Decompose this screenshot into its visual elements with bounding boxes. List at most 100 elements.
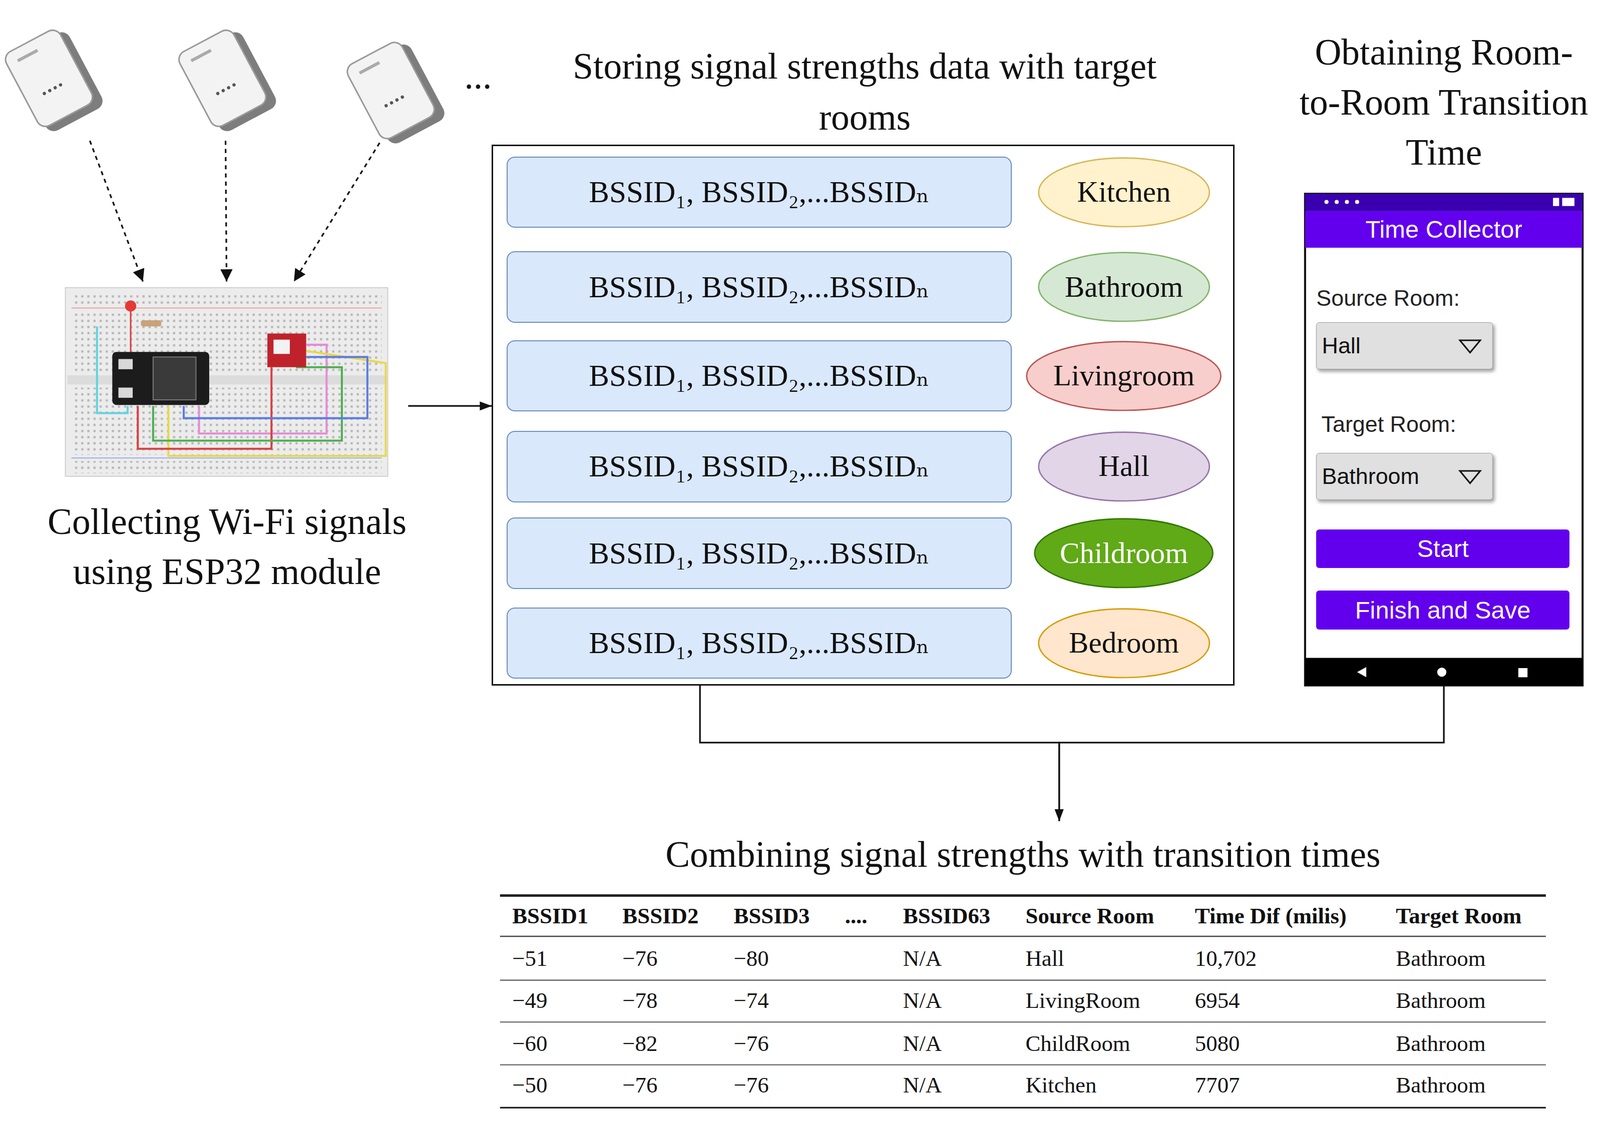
table-cell: −76 <box>733 1029 769 1059</box>
table-cell: 10,702 <box>1194 944 1257 974</box>
room-ellipse: Bathroom <box>1037 251 1212 323</box>
ellipsis-mark: ... <box>464 56 492 98</box>
ellipse-shape <box>1038 157 1210 227</box>
table-header: BSSID1 <box>512 902 589 931</box>
phone-app: Obtaining Room-to-Room Transition TimeTi… <box>1305 193 1583 686</box>
table-cell: N/A <box>903 986 942 1016</box>
table-cell: 5080 <box>1194 1029 1241 1059</box>
table-cell: 7707 <box>1194 1071 1241 1100</box>
table-cell: N/A <box>903 1029 942 1059</box>
node-text: BSSID₁, BSSID₂,...BSSIDₙ <box>588 449 930 485</box>
table-cell: N/A <box>903 944 942 974</box>
node-text: Hall <box>1098 449 1150 484</box>
node-text: Bathroom <box>1064 270 1183 305</box>
dropdown-triangle <box>1457 469 1483 486</box>
table-cell: Bathroom <box>1395 1029 1486 1059</box>
room-ellipse: Hall <box>1037 431 1212 503</box>
app-title-bar: Time Collector <box>1305 211 1583 248</box>
table-cell: −50 <box>512 1071 548 1100</box>
signal-arrow <box>293 142 380 282</box>
table-cell: Hall <box>1025 944 1064 974</box>
access-point <box>343 36 448 150</box>
app-button: Finish and Save <box>1316 590 1569 630</box>
room-ellipse: Bedroom <box>1037 607 1212 680</box>
node-text: BSSID₁, BSSID₂,...BSSIDₙ <box>588 269 930 305</box>
node-text: Hall <box>1322 332 1361 359</box>
field-label: Target Room: <box>1321 410 1457 439</box>
table-cell: −80 <box>733 944 769 974</box>
table-header: Time Dif (milis) <box>1194 902 1347 931</box>
node-text: Start <box>1416 534 1469 563</box>
table-cell: −74 <box>733 986 769 1016</box>
bssid-record: BSSID₁, BSSID₂,...BSSIDₙ <box>506 431 1012 503</box>
table-cell: −76 <box>622 1071 658 1100</box>
breadboard <box>65 287 388 477</box>
room-ellipse: Kitchen <box>1037 156 1212 229</box>
node-text: BSSID₁, BSSID₂,...BSSIDₙ <box>588 625 930 661</box>
node-text: Kitchen <box>1077 175 1171 210</box>
room-dropdown: Bathroom <box>1316 453 1493 501</box>
flow-arrow <box>408 405 492 408</box>
table-header: Source Room <box>1025 902 1154 931</box>
triangle-shape <box>1459 340 1481 353</box>
bssid-record: BSSID₁, BSSID₂,...BSSIDₙ <box>506 607 1012 680</box>
bssid-record: BSSID₁, BSSID₂,...BSSIDₙ <box>506 156 1012 229</box>
table-header: BSSID3 <box>733 902 811 931</box>
table-cell: −76 <box>733 1071 769 1100</box>
signal-arrow <box>225 140 227 282</box>
room-dropdown: Hall <box>1316 322 1493 370</box>
access-point <box>2 23 107 137</box>
flow-arrow <box>699 685 1060 822</box>
table-cell: 6954 <box>1194 986 1241 1016</box>
table-cell: −51 <box>512 944 548 974</box>
room-ellipse: Childroom <box>1033 517 1215 590</box>
table-cell: −49 <box>512 986 548 1016</box>
phone-frame <box>1305 193 1583 686</box>
table-cell: ChildRoom <box>1025 1029 1130 1059</box>
table-header: BSSID63 <box>903 902 991 931</box>
bssid-record: BSSID₁, BSSID₂,...BSSIDₙ <box>506 517 1012 590</box>
node-text: BSSID₁, BSSID₂,...BSSIDₙ <box>588 358 930 394</box>
node-text: Livingroom <box>1053 358 1195 393</box>
ellipse-shape <box>1034 519 1214 588</box>
node-text: BSSID₁, BSSID₂,...BSSIDₙ <box>588 536 930 572</box>
heading-text: Obtaining Room-to-Room Transition Time <box>1296 27 1592 178</box>
table-header: .... <box>845 902 868 931</box>
node-text: Childroom <box>1059 536 1188 571</box>
table-cell: Bathroom <box>1395 944 1486 974</box>
access-point <box>175 23 280 137</box>
flow-arrow <box>1059 685 1444 822</box>
bssid-record: BSSID₁, BSSID₂,...BSSIDₙ <box>506 251 1012 323</box>
dropdown-triangle <box>1457 338 1483 355</box>
table-cell: −78 <box>622 986 658 1016</box>
node-text: BSSID₁, BSSID₂,...BSSIDₙ <box>588 174 930 210</box>
triangle-shape <box>1459 471 1481 484</box>
table-cell: LivingRoom <box>1025 986 1140 1016</box>
ellipse-shape <box>1038 432 1210 502</box>
heading-text: Storing signal strengths data with targe… <box>558 41 1171 144</box>
signal-arrow <box>89 140 143 282</box>
storage-panel: Storing signal strengths data with targe… <box>491 144 1235 686</box>
node-text: Bedroom <box>1068 626 1179 661</box>
table-cell: Bathroom <box>1395 986 1486 1016</box>
bssid-record: BSSID₁, BSSID₂,...BSSIDₙ <box>506 340 1012 413</box>
heading-text: Combining signal strengths with transiti… <box>500 829 1546 881</box>
room-ellipse: Livingroom <box>1025 340 1223 413</box>
table-cell: Bathroom <box>1395 1071 1486 1100</box>
ellipse-shape <box>1026 341 1222 411</box>
esp32-module: Collecting Wi-Fi signals using ESP32 mod… <box>46 287 409 645</box>
node-text: Finish and Save <box>1355 596 1531 625</box>
node-text: Bathroom <box>1322 463 1420 490</box>
ellipse-shape <box>1038 608 1210 678</box>
table-header: Target Room <box>1395 902 1522 931</box>
ellipse-shape <box>1038 252 1210 322</box>
table-rules <box>500 895 1546 1108</box>
field-label: Source Room: <box>1316 283 1460 313</box>
table-cell: −76 <box>622 944 658 974</box>
heading-text: Collecting Wi-Fi signals using ESP32 mod… <box>46 497 409 598</box>
node-text: Time Collector <box>1365 215 1522 244</box>
app-button: Start <box>1316 529 1569 569</box>
table-header: BSSID2 <box>622 902 699 931</box>
table-cell: N/A <box>903 1071 942 1100</box>
table-cell: −82 <box>622 1029 658 1059</box>
